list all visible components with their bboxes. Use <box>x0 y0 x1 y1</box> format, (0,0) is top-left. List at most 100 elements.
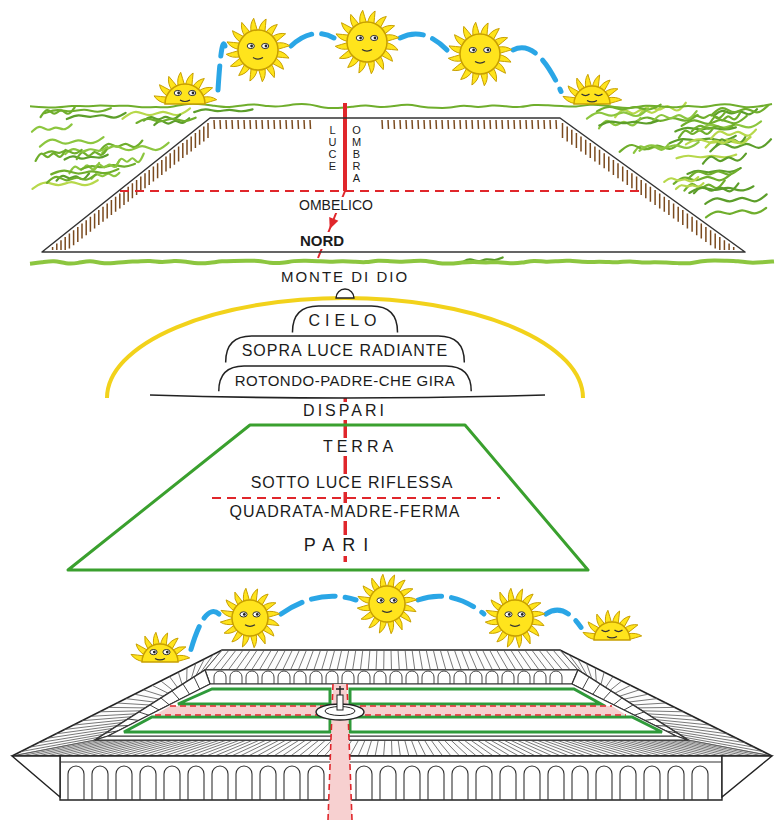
sun-disc <box>142 644 178 662</box>
courtyard <box>108 684 676 736</box>
arcade-arches <box>106 671 677 733</box>
sun-disc <box>232 600 268 636</box>
pole <box>343 103 347 191</box>
trapezoid-outline <box>68 425 588 570</box>
sun <box>226 18 289 81</box>
sun-pupil <box>380 599 383 602</box>
garden-bed <box>124 717 330 732</box>
wall-hatching <box>53 120 734 250</box>
sun-eye <box>469 47 476 52</box>
vertical-label: OMBRA <box>351 124 362 184</box>
sun-rays <box>563 74 622 103</box>
sun-mouth <box>362 50 372 52</box>
sun-eye <box>253 612 260 617</box>
sun-trajectory <box>400 34 447 50</box>
grass-stroke <box>137 118 196 123</box>
roof-tiles <box>12 650 772 756</box>
sun-pupil <box>508 613 511 616</box>
sun-path <box>131 574 642 662</box>
garden-bed <box>178 689 330 704</box>
arcade-wall <box>205 670 578 684</box>
grass-stroke <box>653 111 697 122</box>
sun <box>154 72 217 104</box>
sun-trajectory <box>291 34 334 47</box>
cloister-roof <box>12 650 772 756</box>
grass-stroke <box>692 124 734 131</box>
sun <box>448 22 511 85</box>
sun-rays <box>448 22 511 85</box>
grass-stroke <box>47 174 96 182</box>
sun-pupil <box>192 92 195 95</box>
dome-arc <box>292 306 397 332</box>
sun-disc <box>165 84 205 104</box>
sun-eye <box>505 612 512 617</box>
sun-pupil <box>487 49 490 52</box>
grass-stroke <box>694 183 739 193</box>
sun-pupil <box>166 651 169 654</box>
field-ground <box>42 118 745 252</box>
sun-disc <box>369 586 405 622</box>
earth-trapezoid: TERRASOTTO LUCE RIFLESSAQUADRATA-MADRE-F… <box>60 422 595 574</box>
earth-text: QUADRATA-MADRE-FERMA <box>228 503 463 521</box>
sun <box>563 74 622 104</box>
sky-dome: MONTE DI DIOCIELOSOPRA LUCE RADIANTEROTO… <box>100 262 590 424</box>
sun-eye <box>163 650 170 655</box>
grass-stroke <box>51 169 118 174</box>
sun-trajectory <box>281 596 356 614</box>
sun-trajectory <box>418 596 484 614</box>
sun-rays <box>131 632 190 661</box>
sun-rays <box>154 72 217 103</box>
garden-bed <box>350 717 662 732</box>
grass-stroke <box>706 208 766 217</box>
sun-eye <box>602 630 610 632</box>
vertical-label: LUCE <box>327 124 338 172</box>
sun <box>220 588 279 647</box>
sun-pupil <box>359 37 362 40</box>
garden-path <box>155 706 626 715</box>
sun-disc <box>594 622 630 640</box>
wall-hatch <box>53 120 734 250</box>
grass-stroke <box>40 137 104 147</box>
sun-path <box>154 10 622 104</box>
sun-pupil <box>243 613 246 616</box>
sun-mouth <box>382 611 392 613</box>
sun-eye <box>377 598 384 603</box>
grass-stroke <box>710 113 740 123</box>
sun-disc <box>347 22 387 62</box>
mount-of-god <box>336 289 354 298</box>
sun-rays <box>335 10 398 73</box>
grass-stroke <box>102 143 168 153</box>
grass-stroke <box>32 124 72 131</box>
fountain-column <box>337 695 343 710</box>
grass-stroke <box>703 154 746 164</box>
north-arrowhead <box>329 217 338 229</box>
sun-eye <box>518 612 525 617</box>
sun-pupil <box>472 49 475 52</box>
grass-stroke <box>41 107 75 117</box>
sun-mouth <box>180 100 190 102</box>
sun-rays <box>220 588 279 647</box>
sun-eye <box>150 650 157 655</box>
node-outline <box>42 112 745 257</box>
sun-eye <box>189 90 196 95</box>
sun <box>485 588 544 647</box>
sun-eye <box>262 43 269 48</box>
dashed-axis <box>212 497 500 499</box>
sun-rays <box>357 574 416 633</box>
sun-eye <box>247 43 254 48</box>
sun-disc <box>574 86 610 104</box>
dome-base <box>150 395 545 398</box>
sun <box>131 632 190 662</box>
sun-pupil <box>393 599 396 602</box>
sun-eye <box>594 94 602 96</box>
sun-eye <box>614 630 622 632</box>
sun-trajectory <box>218 44 225 90</box>
sun-mouth <box>155 658 165 660</box>
dome-arc <box>226 336 465 362</box>
sun <box>335 10 398 73</box>
sun-pupil <box>374 37 377 40</box>
sun-trajectory <box>546 610 581 627</box>
grass-stroke <box>67 113 126 119</box>
